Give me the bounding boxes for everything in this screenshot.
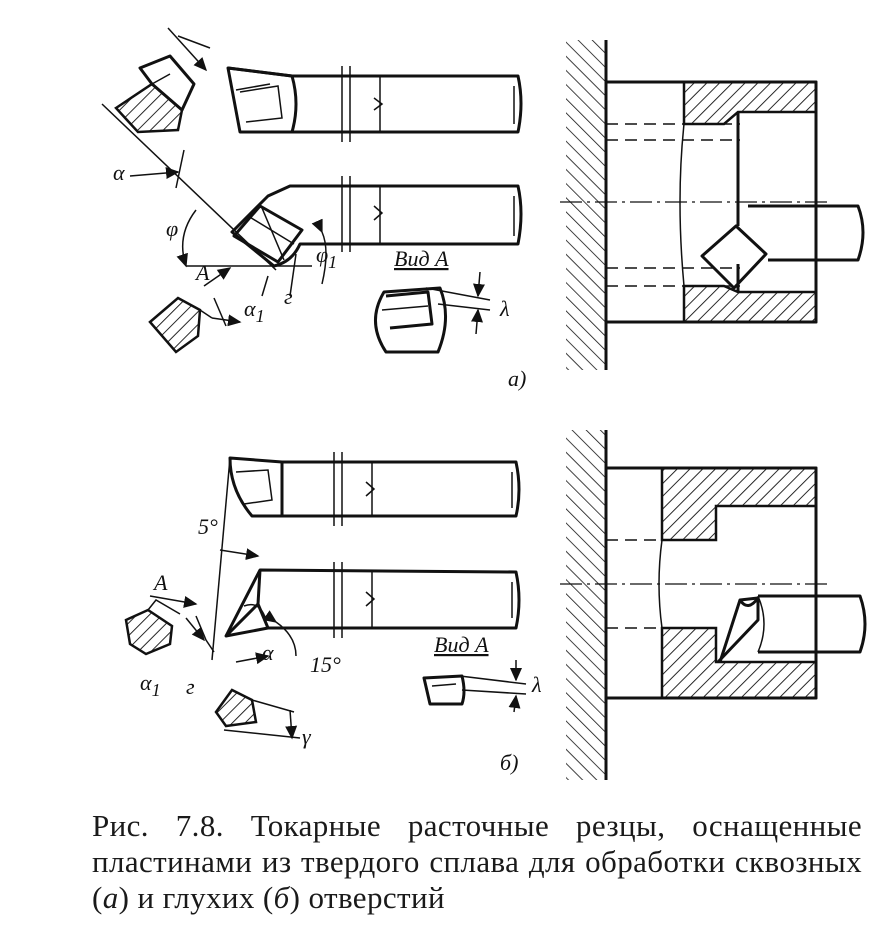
label-part-a: а) [508, 366, 526, 391]
figure-caption: Рис. 7.8. Токарные расточные резцы, осна… [92, 808, 862, 915]
tool-b-top-view [228, 452, 521, 526]
section-b-left [124, 599, 181, 656]
section-b-bottom [214, 688, 301, 740]
label-view-a-a: Вид A [394, 246, 449, 271]
label-lambda-b: λ [531, 672, 542, 697]
tool-a-top-view [226, 66, 523, 142]
view-a-detail [374, 271, 491, 354]
label-gamma-b: г [186, 674, 195, 699]
label-15deg: 15° [310, 652, 341, 677]
label-gamma2-b: γ [302, 724, 312, 749]
tool-b-bent [224, 562, 521, 638]
label-alpha-b: α [262, 640, 274, 665]
label-alpha-a: α [113, 160, 125, 185]
angle-construction-a [101, 103, 327, 297]
label-part-b: б) [500, 750, 518, 775]
label-5deg: 5° [198, 514, 218, 539]
tool-a-bent [230, 176, 523, 268]
assembly-b [560, 430, 867, 780]
view-b-detail [422, 660, 527, 713]
label-phi: φ [166, 216, 178, 241]
assembly-a [560, 40, 865, 370]
label-gamma-a: г [284, 284, 293, 309]
label-A-b: A [152, 570, 168, 595]
label-phi1: φ1 [316, 242, 337, 272]
angle-construction-b [149, 457, 297, 665]
label-view-a-b: Вид A [434, 632, 489, 657]
label-alpha1-a: α1 [244, 296, 265, 326]
section-a-top [114, 27, 211, 134]
label-A-a: A [194, 260, 210, 285]
label-lambda-a: λ [499, 296, 510, 321]
boring-tools-figure: α φ φ1 A α1 г λ Вид A а) 5° A α 15° α1 г… [101, 27, 867, 780]
label-alpha1-b: α1 [140, 670, 161, 700]
section-a-bottom [148, 296, 242, 354]
